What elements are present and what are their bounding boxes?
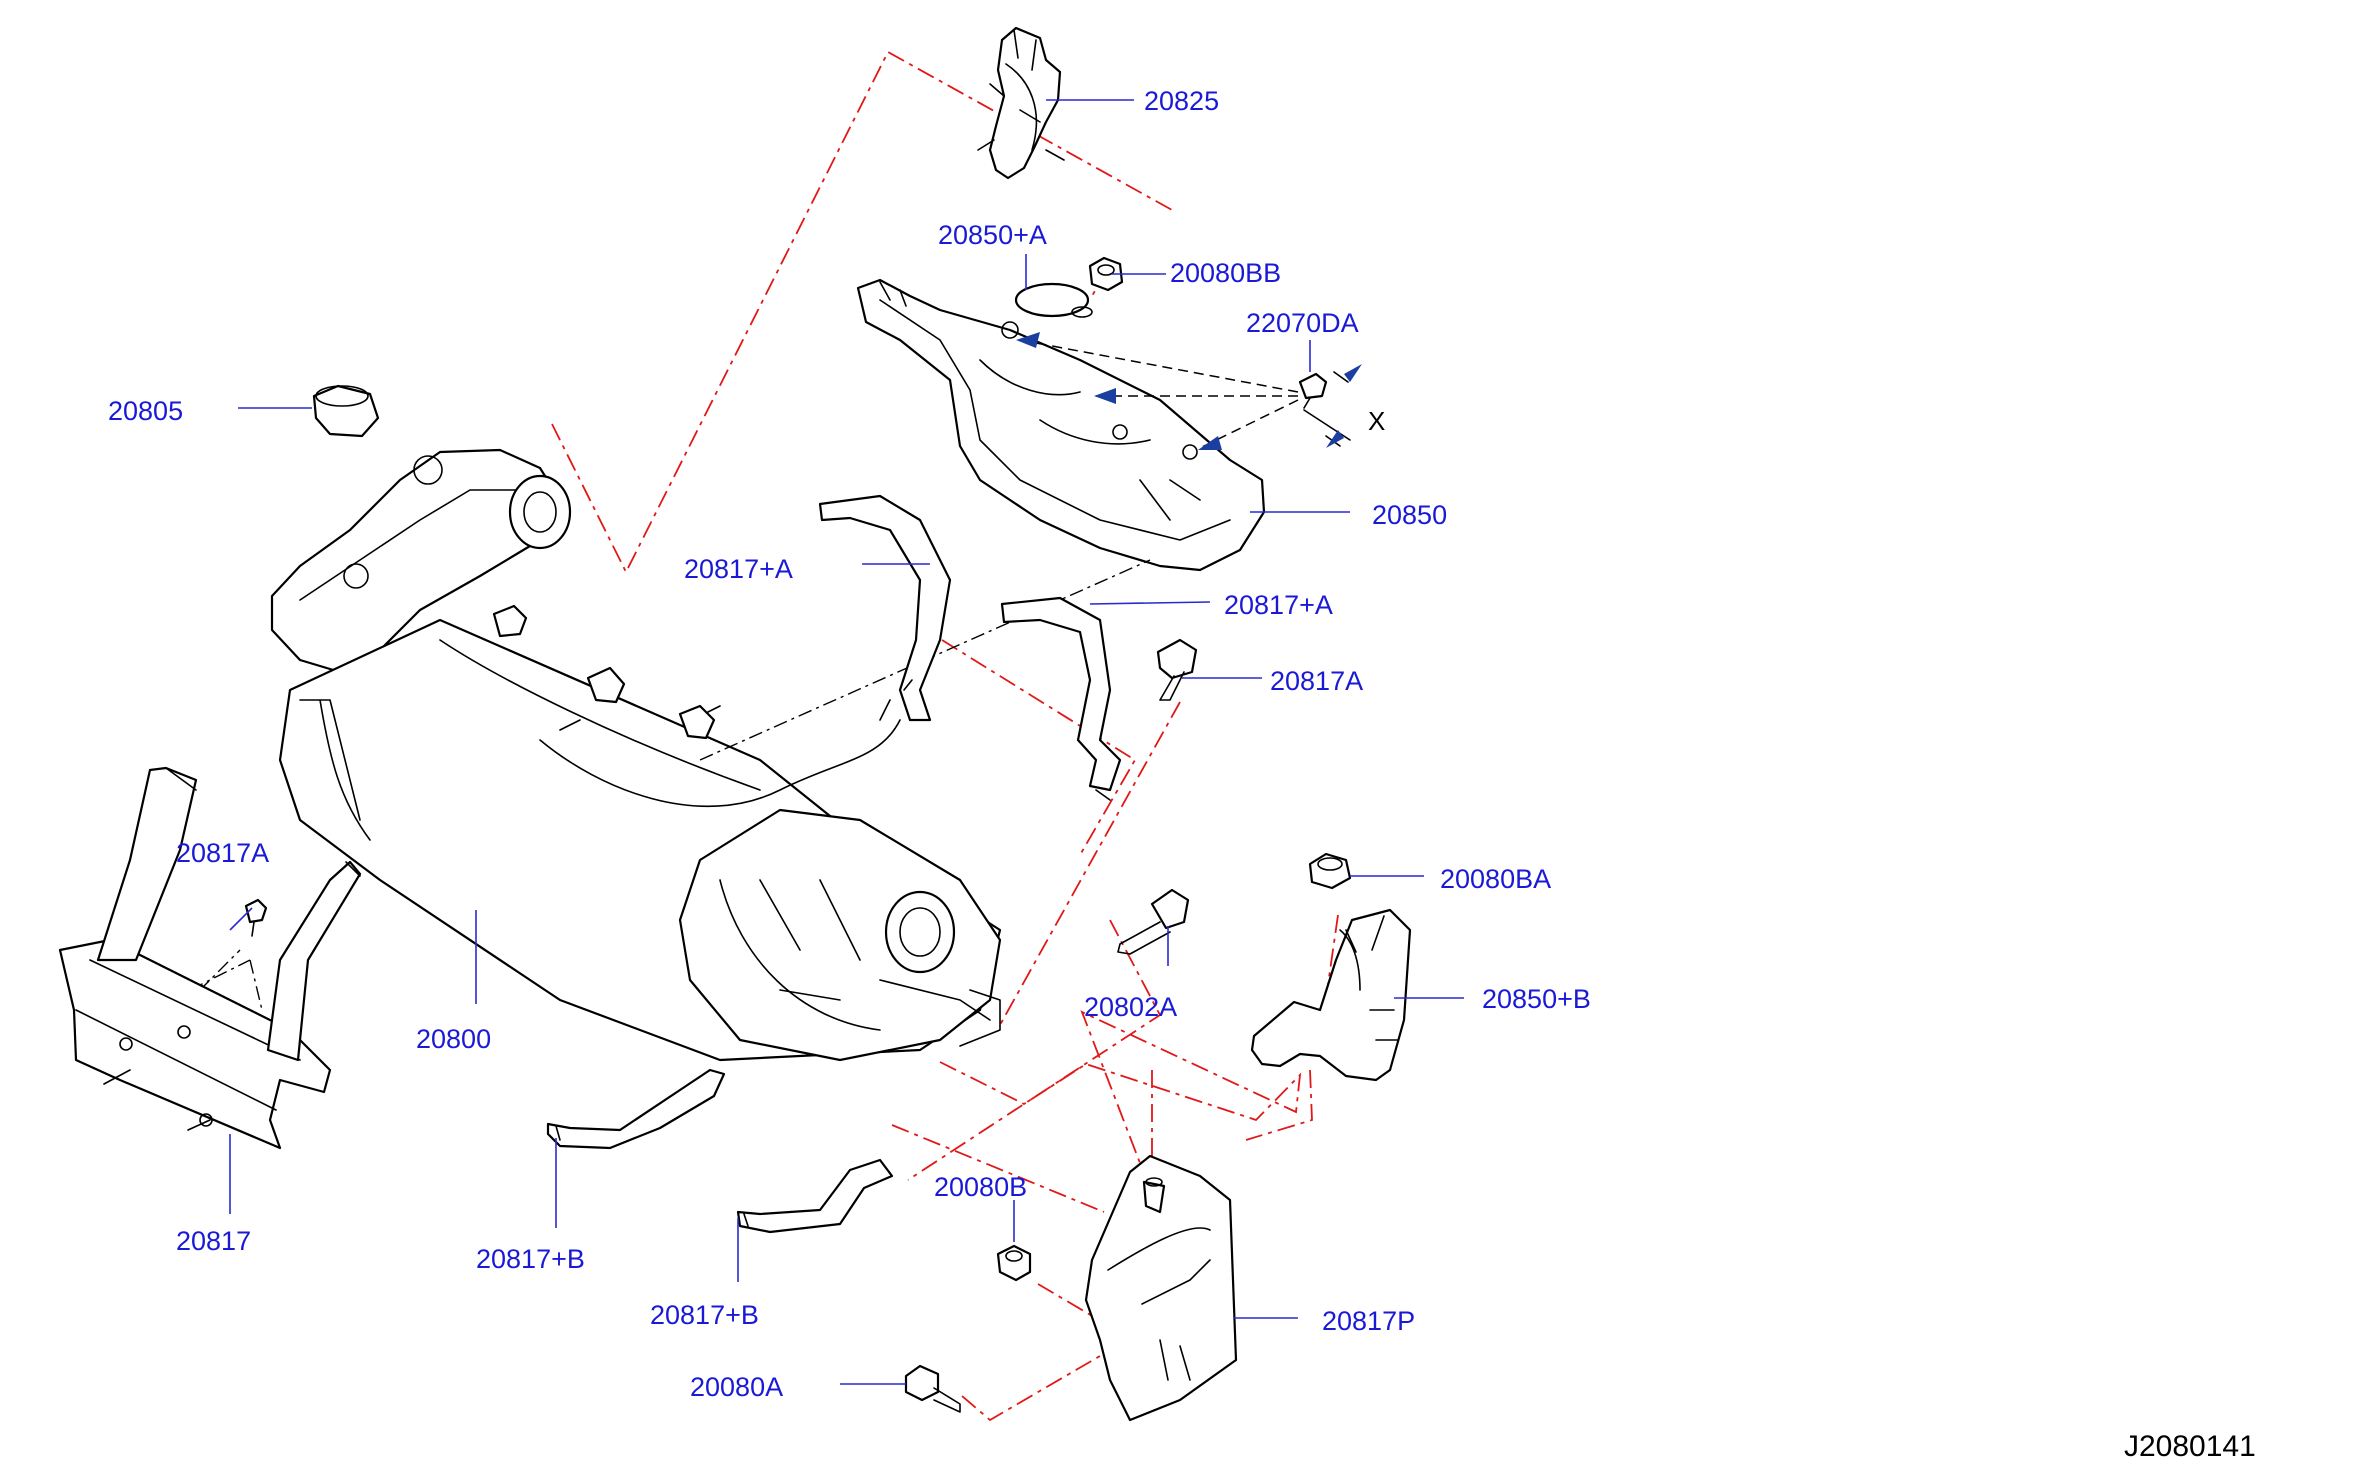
callout-20817a-right: 20817A [1270, 666, 1363, 696]
callout-20080b: 20080B [934, 1172, 1027, 1202]
part-20800-converter [270, 448, 1002, 1062]
bolt-locating-arrows [1016, 332, 1299, 450]
part-22070DA-bolt [1298, 372, 1328, 409]
part-20817-bracket [58, 766, 362, 1150]
part-20805-cap [312, 384, 380, 438]
callout-20805: 20805 [108, 396, 183, 426]
part-20817A-band-upper-right [1000, 596, 1122, 801]
callout-20825: 20825 [1144, 86, 1219, 116]
callout-20800: 20800 [416, 1024, 491, 1054]
part-20817B-band-mid [736, 1158, 894, 1234]
callout-20817-plus-b-mid: 20817+B [650, 1300, 759, 1330]
dimension-x-label: X [1368, 406, 1385, 436]
part-20817B-band-left [546, 1068, 726, 1150]
callout-22070da: 22070DA [1246, 308, 1359, 338]
callout-20802a: 20802A [1084, 992, 1177, 1022]
callout-labels: 20825 20850+A 20080BB 22070DA 20805 2085… [108, 86, 1591, 1402]
part-20850-heat-shield [856, 278, 1266, 572]
callout-20080bb: 20080BB [1170, 258, 1281, 288]
part-20080BA-nut [1308, 852, 1352, 890]
callout-20817p: 20817P [1322, 1306, 1415, 1336]
callout-20817-plus-a-top: 20817+A [684, 554, 793, 584]
callout-20817: 20817 [176, 1226, 251, 1256]
leader-lines [229, 99, 1464, 1385]
diagram-code: J2080141 [2124, 1430, 2256, 1463]
part-20825-bracket [977, 26, 1065, 180]
callout-20850-plus-a: 20850+A [938, 220, 1047, 250]
part-20817A-band-upper-left [818, 494, 952, 722]
part-20850A-gasket [1014, 282, 1093, 318]
callout-20850-plus-b: 20850+B [1482, 984, 1591, 1014]
callout-20817-plus-b-left: 20817+B [476, 1244, 585, 1274]
callout-20850: 20850 [1372, 500, 1447, 530]
part-20850B-bracket [1250, 908, 1412, 1082]
part-20080BB-nut [1088, 256, 1124, 292]
dimension-x-marker: X [1303, 364, 1385, 448]
part-20802A-bolt [1117, 888, 1190, 955]
part-20080A-bolt [904, 1364, 961, 1413]
callout-20817-plus-a-right: 20817+A [1224, 590, 1333, 620]
callout-20080a: 20080A [690, 1372, 783, 1402]
part-20817A-bolt-left [244, 898, 268, 937]
callout-20080ba: 20080BA [1440, 864, 1551, 894]
part-20817P-shield [1084, 1154, 1238, 1422]
part-20080B-nut [996, 1244, 1032, 1282]
callout-20817a-left: 20817A [176, 838, 269, 868]
part-20817A-bolt-right [1156, 638, 1198, 701]
